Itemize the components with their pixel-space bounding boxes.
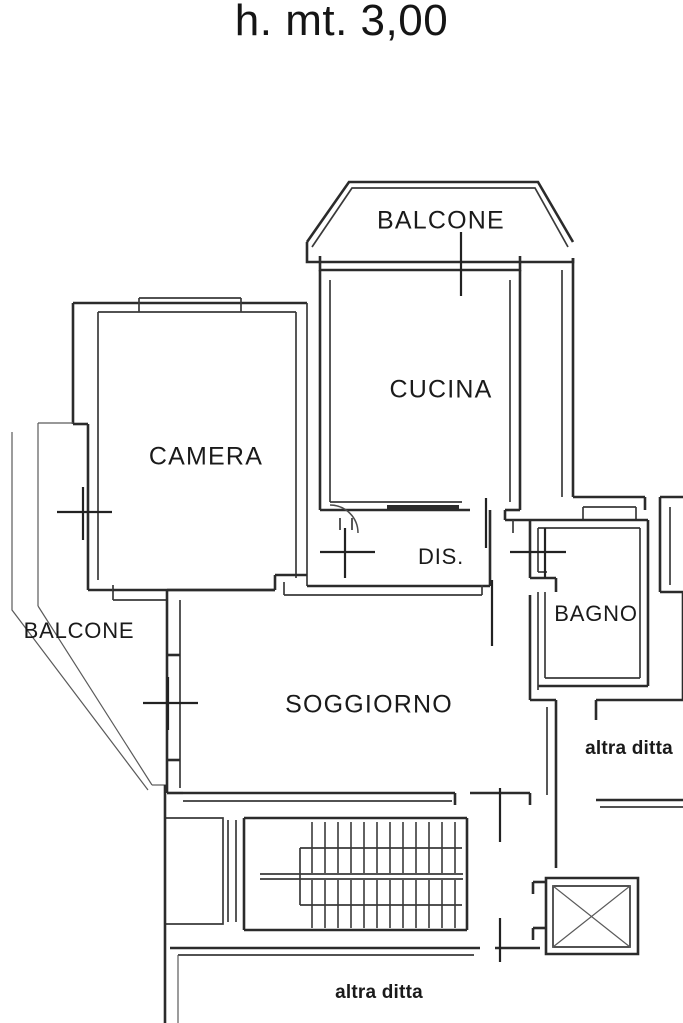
cucina-outline [318, 270, 522, 534]
exterior-walls [71, 242, 575, 601]
balcone-left-outline [11, 422, 167, 791]
room-labels: BALCONE CUCINA CAMERA DIS. BAGNO BALCONE… [24, 207, 637, 719]
stair-treads [260, 822, 463, 928]
room-label-camera: CAMERA [149, 443, 263, 471]
room-label-dis: DIS. [418, 544, 464, 569]
annotation-altra-ditta-bottom: altra ditta [335, 982, 423, 1003]
room-label-soggiorno: SOGGIORNO [285, 691, 453, 719]
room-label-cucina: CUCINA [389, 376, 492, 404]
opening-markers [57, 232, 566, 962]
annotation-altra-ditta-right: altra ditta [585, 738, 673, 759]
annotation-labels: altra ditta altra ditta [335, 738, 673, 1003]
elevator-shaft [531, 876, 640, 956]
room-label-balcone-top: BALCONE [377, 207, 505, 235]
bagno-outline [530, 518, 650, 688]
adjacent-property-walls [163, 592, 683, 1023]
room-label-balcone-left: BALCONE [24, 618, 135, 643]
room-label-bagno: BAGNO [554, 601, 637, 626]
stairwell-outline [164, 816, 469, 932]
right-junction-walls [573, 495, 683, 594]
dis-outline [307, 510, 558, 596]
balcone-top-outline [305, 180, 575, 248]
page-title: h. mt. 3,00 [234, 0, 449, 45]
